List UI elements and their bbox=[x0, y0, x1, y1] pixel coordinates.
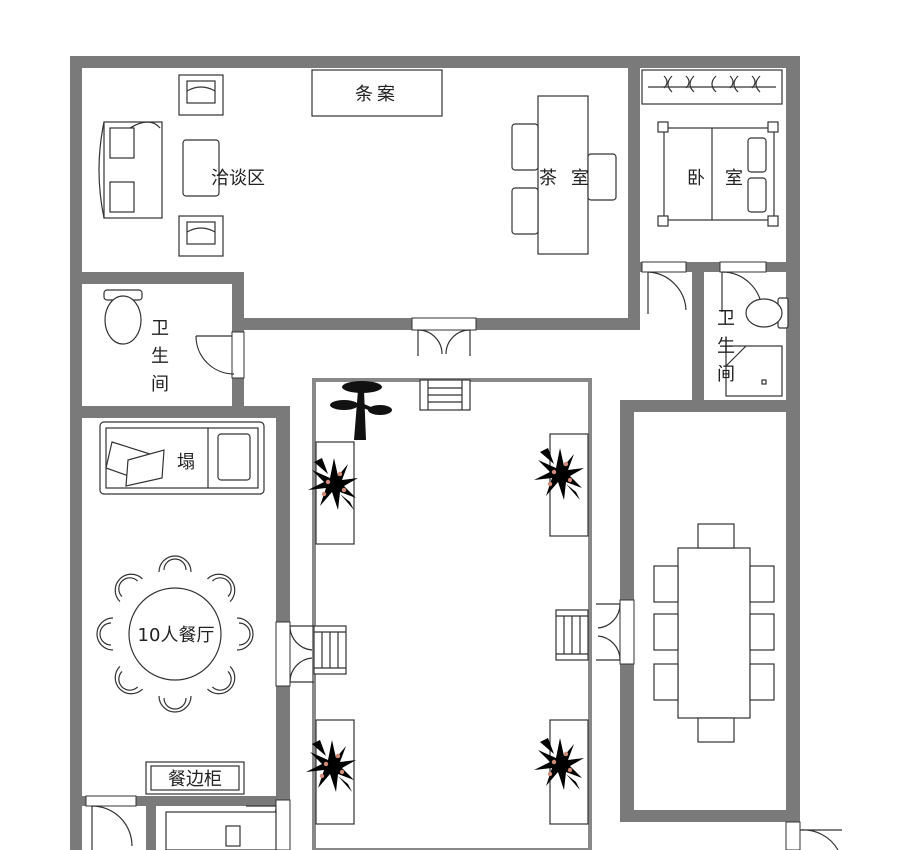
wall-dining-right bbox=[276, 406, 290, 622]
side-table bbox=[182, 139, 220, 197]
bed bbox=[657, 121, 779, 227]
label-wc-right-3: 间 bbox=[717, 364, 735, 385]
wall-wc-left-right bbox=[232, 272, 244, 332]
sofa-left bbox=[98, 121, 163, 219]
round-table bbox=[128, 587, 222, 681]
wall-right-dining-left bbox=[620, 400, 634, 600]
label-wc-left-3: 间 bbox=[151, 374, 169, 395]
doors bbox=[85, 261, 842, 850]
door-dining-left bbox=[275, 621, 314, 687]
label-ta: 塌 bbox=[177, 452, 195, 473]
steps-right bbox=[555, 609, 589, 661]
wardrobe bbox=[641, 69, 783, 105]
tea-chair-3 bbox=[587, 153, 617, 201]
wall-dining-bottom bbox=[70, 796, 290, 806]
label-bedroom-2: 室 bbox=[725, 168, 743, 189]
tea-chair-2 bbox=[511, 187, 539, 235]
ta-daybed bbox=[99, 421, 265, 495]
wall-wc-left-bottom bbox=[70, 406, 290, 418]
wall-hall-bottom-right bbox=[476, 318, 640, 330]
steps bbox=[313, 379, 589, 675]
negotiation-furniture bbox=[98, 74, 224, 257]
wall-right-upper bbox=[786, 56, 800, 406]
wall-tea-bedroom bbox=[628, 56, 640, 326]
planter-right-top bbox=[549, 433, 589, 537]
bottom-fixture bbox=[165, 811, 277, 850]
toilet-left bbox=[103, 289, 143, 345]
label-wc-right-1: 卫 bbox=[717, 308, 735, 329]
steps-top bbox=[419, 379, 471, 411]
door-bedroom bbox=[641, 261, 687, 314]
label-dining10: 10人餐厅 bbox=[138, 625, 215, 646]
wall-wc-left-top bbox=[70, 272, 244, 284]
label-wc-left-2: 生 bbox=[151, 346, 169, 367]
label-wc-right-2: 生 bbox=[717, 336, 735, 357]
wall-under-bedroom bbox=[628, 262, 642, 272]
door-bottom-left bbox=[85, 795, 137, 850]
wall-right-dining-bottom bbox=[620, 810, 800, 822]
door-bottom-right bbox=[785, 821, 842, 850]
wall-hall-bottom-left bbox=[232, 318, 412, 330]
label-tiaoan: 条案 bbox=[355, 84, 399, 105]
wall-right-dining-left-2 bbox=[620, 664, 634, 820]
tiaoan-table: 条案 bbox=[311, 69, 443, 117]
round-dining-set bbox=[96, 555, 254, 713]
door-dining-right bbox=[596, 599, 635, 665]
tea-room-furniture bbox=[511, 95, 617, 255]
label-wc-left-1: 卫 bbox=[151, 318, 169, 339]
long-table-chairs bbox=[653, 523, 775, 743]
long-dining-set bbox=[653, 523, 775, 743]
steps-left bbox=[313, 625, 347, 675]
bedroom-furniture bbox=[641, 69, 783, 227]
wall-bottom-stub bbox=[146, 796, 156, 850]
label-negotiation: 洽谈区 bbox=[211, 168, 265, 189]
door-wc-left bbox=[195, 331, 245, 379]
wall-wc-left-right-2 bbox=[232, 378, 244, 412]
walls bbox=[70, 56, 800, 850]
armchair-top bbox=[178, 74, 224, 116]
wall-top bbox=[70, 56, 800, 68]
label-tea-2: 室 bbox=[571, 168, 589, 189]
armchair-bottom bbox=[178, 215, 224, 257]
wall-wc-right-bottom bbox=[620, 400, 800, 412]
tea-table bbox=[537, 95, 589, 255]
bonsai-tree bbox=[330, 381, 392, 440]
wall-under-bedroom-3 bbox=[766, 262, 796, 272]
wall-wc-right-left bbox=[692, 262, 704, 406]
tea-chair-1 bbox=[511, 123, 539, 171]
label-tea-1: 茶 bbox=[539, 168, 557, 189]
label-sideboard: 餐边柜 bbox=[168, 769, 222, 790]
toilet-right bbox=[745, 297, 789, 329]
label-bedroom-1: 卧 bbox=[687, 168, 705, 189]
door-hall bbox=[411, 317, 477, 356]
wall-left bbox=[70, 56, 82, 850]
sideboard: 餐边柜 bbox=[145, 761, 245, 795]
shower-tray bbox=[725, 345, 783, 397]
wall-right-lower bbox=[786, 400, 800, 820]
long-table bbox=[677, 547, 751, 719]
